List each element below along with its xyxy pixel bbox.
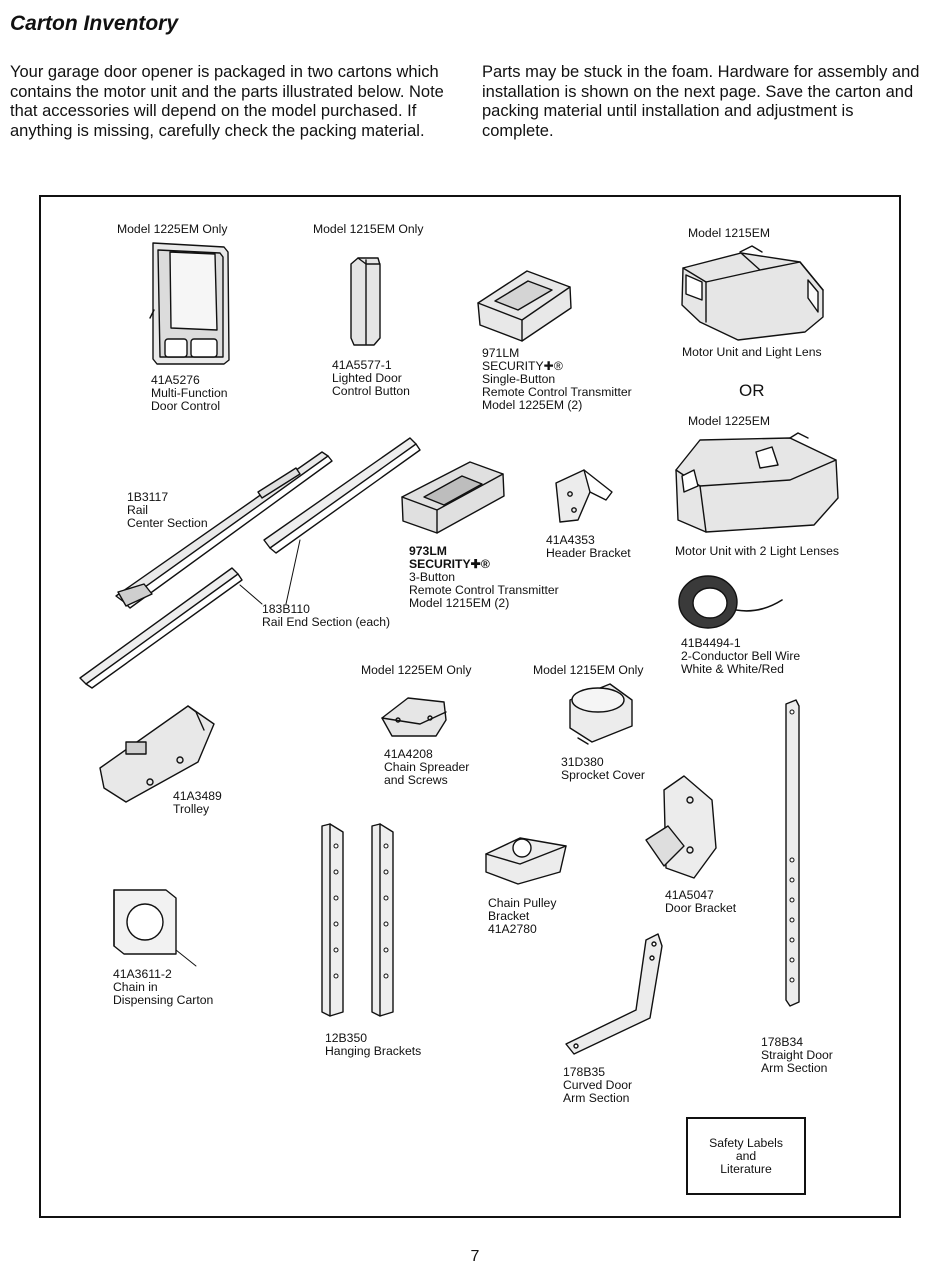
label-sprocket-cover: 31D380 Sprocket Cover (561, 755, 645, 782)
model-label-1225em: Model 1225EM (688, 414, 770, 428)
motor-unit-1225-illustration (675, 432, 839, 533)
chain-pulley-bracket-illustration (485, 837, 567, 885)
intro-paragraph-left: Your garage door opener is packaged in t… (10, 63, 444, 140)
label-chain-carton: 41A3611-2 Chain in Dispensing Carton (113, 967, 214, 1007)
model-label-1225em-only-spreader: Model 1225EM Only (361, 663, 472, 677)
page-title: Carton Inventory (10, 12, 179, 35)
straight-arm-illustration (785, 699, 800, 1007)
header-bracket-illustration (555, 469, 613, 523)
parts-diagram-frame (39, 195, 901, 1218)
transmitter-973-illustration (401, 461, 505, 534)
model-label-1215em: Model 1215EM (688, 226, 770, 240)
trolley-illustration (99, 705, 215, 803)
label-lighted-button: 41A5577-1 Lighted Door Control Button (332, 358, 410, 398)
label-transmitter-971: SECURITY✚® Single-Button Remote Control … (482, 359, 632, 412)
chain-spreader-illustration (381, 697, 447, 737)
label-rail-center: 1B3117 Rail Center Section (127, 490, 208, 530)
model-label-1215em-only: Model 1215EM Only (313, 222, 424, 236)
label-door-control: 41A5276 Multi-Function Door Control (151, 373, 228, 413)
label-transmitter-973-model: 973LM SECURITY✚® (409, 544, 490, 571)
label-trolley: 41A3489 Trolley (173, 789, 222, 816)
label-transmitter-971-model: 971LM (482, 346, 520, 360)
intro-paragraph-right: Parts may be stuck in the foam. Hardware… (482, 63, 920, 140)
door-control-illustration (149, 242, 230, 365)
page-number: 7 (470, 1248, 480, 1265)
label-header-bracket: 41A4353 Header Bracket (546, 533, 631, 560)
label-hanging-brackets: 12B350 Hanging Brackets (325, 1031, 422, 1058)
bell-wire-illustration (678, 575, 783, 629)
sprocket-cover-illustration (569, 683, 633, 745)
label-bell-wire: 41B4494-1 2-Conductor Bell Wire White & … (681, 636, 801, 676)
curved-arm-illustration (565, 933, 663, 1055)
motor-unit-1215-illustration (681, 245, 824, 341)
model-label-1215em-only-sprocket: Model 1215EM Only (533, 663, 644, 677)
safety-labels-box: Safety Labels and Literature (686, 1117, 806, 1195)
transmitter-971-illustration (477, 270, 572, 342)
rail-center-illustration (115, 451, 333, 609)
label-motor-light-lens: Motor Unit and Light Lens (682, 345, 822, 359)
label-motor-2-lenses: Motor Unit with 2 Light Lenses (675, 544, 839, 558)
label-chain-pulley: Chain Pulley Bracket 41A2780 (488, 896, 557, 936)
lighted-button-illustration (350, 257, 381, 346)
label-curved-arm: 178B35 Curved Door Arm Section (563, 1065, 633, 1105)
rail-end-illustration (79, 437, 421, 689)
label-transmitter-973: 3-Button Remote Control Transmitter Mode… (409, 570, 559, 610)
label-door-bracket: 41A5047 Door Bracket (665, 888, 737, 915)
or-separator: OR (739, 381, 765, 400)
model-label-1225em-only: Model 1225EM Only (117, 222, 228, 236)
hanging-brackets-illustration (321, 823, 394, 1017)
label-chain-spreader: 41A4208 Chain Spreader and Screws (384, 747, 470, 787)
label-rail-end: 183B110 Rail End Section (each) (262, 602, 391, 629)
chain-carton-illustration (113, 889, 197, 967)
door-bracket-illustration (645, 775, 717, 879)
label-straight-arm: 178B34 Straight Door Arm Section (761, 1035, 833, 1075)
